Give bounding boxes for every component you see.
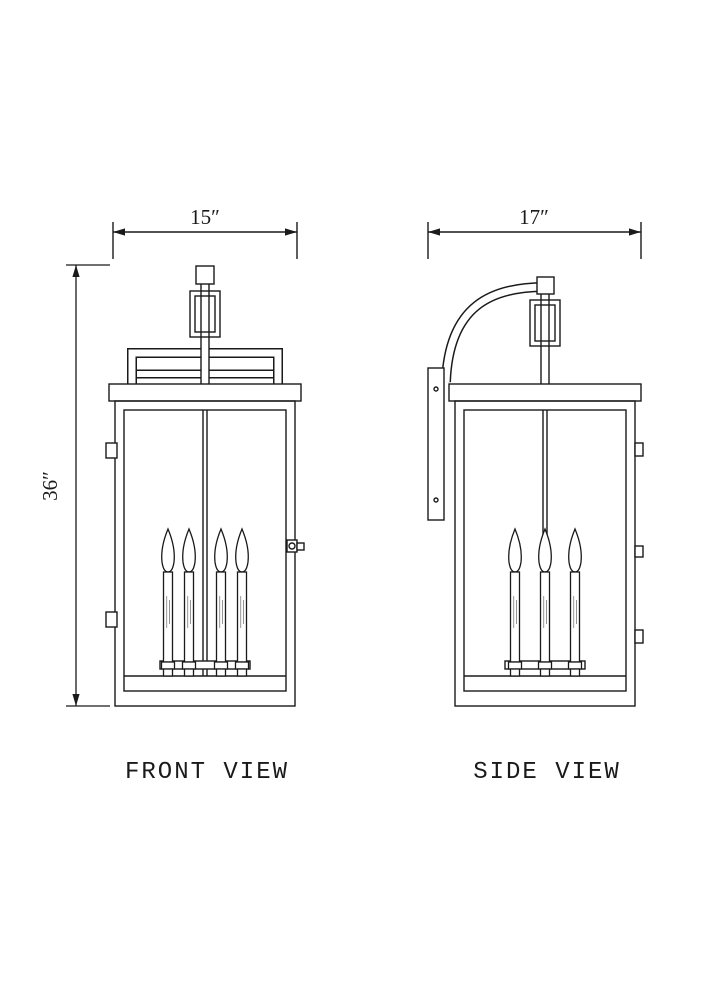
side-view [427,222,644,707]
front-stem [200,282,210,386]
side-hinge-tab-top [634,442,644,457]
front-door-latch [286,539,305,553]
front-chain-link [189,290,221,338]
side-hinge-tab-bottom [634,629,644,644]
front-view [105,222,305,707]
arrowhead-down [72,694,80,706]
side-width-dimension [427,222,642,259]
side-stem [540,286,550,386]
arrowhead-up [72,265,80,277]
front-center-mullion [202,410,208,676]
front-width-dimension [112,222,298,259]
front-body-outer-frame [114,400,296,707]
front-view-label: FRONT VIEW [125,759,289,786]
front-hinge-bottom [105,611,118,628]
side-view-label: SIDE VIEW [473,759,621,786]
mount-screw-top [433,386,439,392]
arrowhead-right [629,228,641,236]
side-chain-link [529,299,561,347]
side-width-dimension-label: 17″ [519,205,549,229]
side-latch-tab-middle [634,545,644,558]
front-finial-cap [195,265,215,285]
front-width-dimension-label: 15″ [190,205,220,229]
side-body-inner-frame [463,409,627,692]
front-top-cap [108,383,302,402]
front-candle-cluster [159,528,251,677]
candle-crossbar [159,660,251,670]
front-body-inner-frame [123,409,287,692]
side-hanger-cap [536,276,555,295]
arrowhead-left [113,228,125,236]
side-candle-cluster [504,528,586,677]
height-dimension [66,264,110,707]
mount-screw-bottom [433,497,439,503]
side-wall-plate [427,367,445,521]
arrowhead-left [428,228,440,236]
height-dimension-label: 36″ [38,471,62,501]
arrowhead-right [285,228,297,236]
side-top-cap [448,383,642,402]
side-mount-arm [441,282,546,383]
front-hinge-top [105,442,118,459]
